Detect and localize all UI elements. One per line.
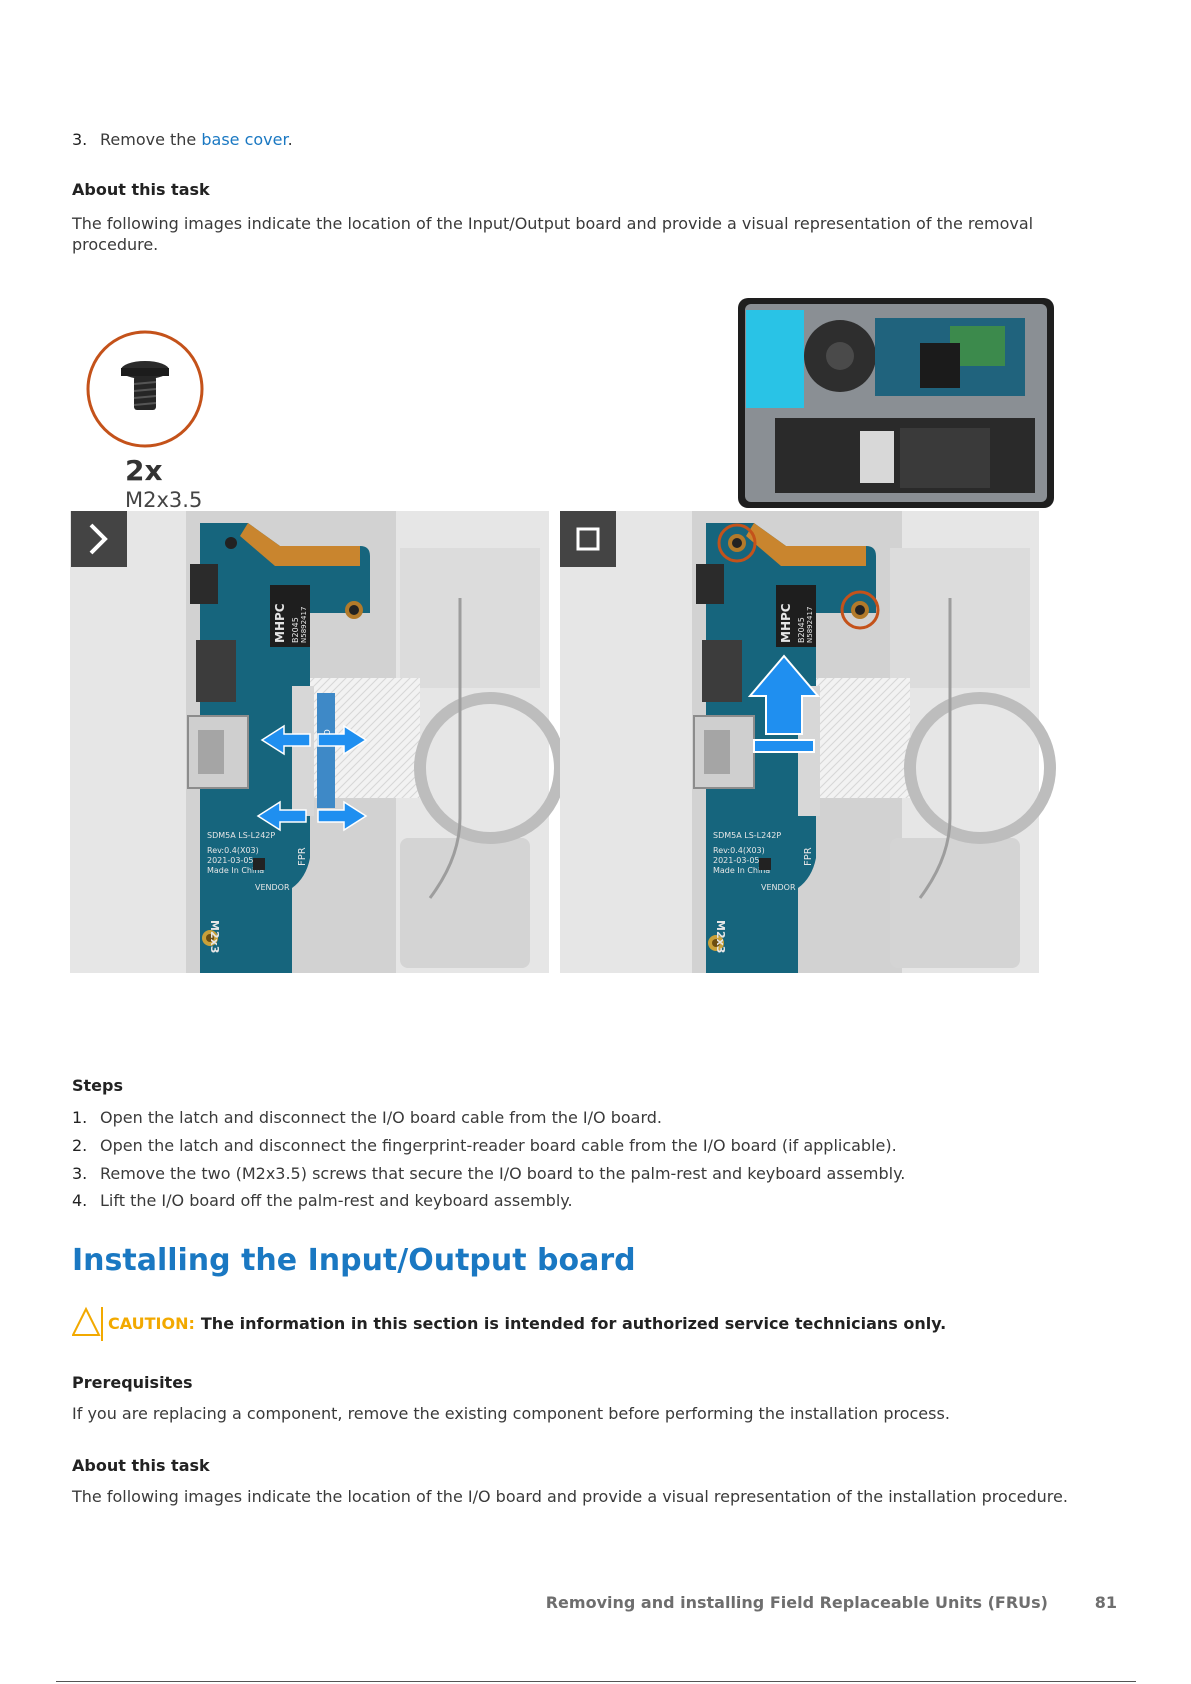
steps-heading: Steps — [72, 1076, 123, 1095]
prereq-step: 3. Remove the base cover. — [72, 129, 293, 150]
removal-figure: 2x M2x3.5 — [70, 298, 1056, 973]
base-cover-link[interactable]: base cover — [201, 130, 288, 149]
prereq-step-end: . — [287, 130, 293, 149]
removal-panel-1: MHPC B2045 N5892417 IO SDM5A LS-L242P Re… — [70, 511, 566, 973]
silk-fpr: FPR — [297, 847, 308, 866]
silk-made-2: Made In China — [713, 866, 770, 875]
page-number: 81 — [1094, 1593, 1117, 1612]
silk-rev2: Rev:0.4(X03) — [207, 846, 259, 855]
step-item: 3. Remove the two (M2x3.5) screws that se… — [72, 1163, 905, 1184]
prereq-step-text: Remove the — [100, 130, 202, 149]
io-board-highlight — [746, 310, 804, 408]
silk-m2x3-2: M2x3 — [714, 920, 727, 953]
chevron-right-icon — [89, 523, 108, 555]
io-connector — [292, 686, 314, 816]
silk-m2x3: M2x3 — [208, 920, 221, 953]
caution-note: CAUTION: The information in this section… — [72, 1305, 946, 1341]
square-icon — [576, 527, 600, 551]
silk-chip-code-2: B2045 — [797, 617, 806, 643]
footer-chapter: Removing and installing Field Replaceabl… — [545, 1593, 1048, 1612]
audio-jack — [190, 564, 218, 604]
step-text: Open the latch and disconnect the finger… — [100, 1136, 897, 1155]
step-text: Remove the two (M2x3.5) screws that secu… — [100, 1164, 906, 1183]
arrow-icons — [256, 724, 368, 832]
silk-vendor-2: VENDOR — [761, 883, 796, 892]
silk-rev-2: SDM5A LS-L242P — [713, 831, 781, 840]
step-2-marker — [560, 511, 616, 567]
silk-chip-code: B2045 — [291, 617, 300, 643]
silk-rev2-2: Rev:0.4(X03) — [713, 846, 765, 855]
chip — [270, 585, 310, 647]
silk-mhpc-2: MHPC — [779, 603, 793, 643]
silk-rev: SDM5A LS-L242P — [207, 831, 275, 840]
prerequisites-text: If you are replacing a component, remove… — [72, 1404, 950, 1423]
arrow-up-icon — [747, 654, 821, 753]
silk-chip-code2-2: N5892417 — [806, 607, 814, 643]
about-task-text-1: The following images indicate the locati… — [72, 214, 1034, 254]
footer-rule — [56, 1681, 1136, 1682]
silk-date-2: 2021-03-05 — [713, 856, 760, 865]
warning-icon — [72, 1306, 103, 1341]
about-task-text-2: The following images indicate the locati… — [72, 1487, 1068, 1506]
prerequisites-heading: Prerequisites — [72, 1373, 193, 1392]
screw-size: M2x3.5 — [125, 488, 202, 512]
silk-vendor: VENDOR — [255, 883, 290, 892]
step-text: Lift the I/O board off the palm-rest and… — [100, 1191, 573, 1210]
screw-marker-1 — [717, 523, 757, 563]
step-text: Open the latch and disconnect the I/O bo… — [100, 1108, 662, 1127]
silk-made: Made In China — [207, 866, 264, 875]
step-item: 4. Lift the I/O board off the palm-rest a… — [72, 1190, 573, 1211]
screw-callout: 2x M2x3.5 — [86, 330, 204, 512]
removal-panel-2: MHPC B2045 N5892417 SDM5A LS-L242P Rev:0… — [560, 511, 1056, 973]
silk-chip-code2: N5892417 — [300, 607, 308, 643]
step-number: 3. — [72, 1164, 88, 1183]
laptop-overview — [738, 298, 1054, 508]
caution-text: The information in this section is inten… — [200, 1313, 947, 1333]
caution-label: CAUTION: — [108, 1313, 195, 1333]
step-item: 1. Open the latch and disconnect the I/O … — [72, 1107, 662, 1128]
silk-date: 2021-03-05 — [207, 856, 254, 865]
section-title: Installing the Input/Output board — [72, 1243, 636, 1278]
screw-icon — [121, 361, 169, 410]
arrow-right-icon-2 — [317, 800, 368, 832]
ethernet-port — [196, 640, 236, 702]
step-number: 1. — [72, 1108, 88, 1127]
step-1-marker — [71, 511, 127, 567]
arrow-right-icon — [317, 724, 368, 756]
step-number: 2. — [72, 1136, 88, 1155]
prereq-step-number: 3. — [72, 130, 88, 149]
silk-mhpc: MHPC — [273, 603, 287, 643]
about-task-heading-2: About this task — [72, 1456, 210, 1475]
screw-count: 2x — [125, 454, 163, 487]
arrow-left-icon-2 — [256, 800, 307, 832]
step-number: 4. — [72, 1191, 88, 1210]
arrow-left-icon — [260, 724, 311, 756]
about-task-heading-1: About this task — [72, 180, 210, 199]
silk-fpr-2: FPR — [803, 847, 814, 866]
screw-marker-2 — [840, 590, 880, 630]
step-item: 2. Open the latch and disconnect the fing… — [72, 1135, 897, 1156]
screw-markers — [717, 523, 880, 630]
